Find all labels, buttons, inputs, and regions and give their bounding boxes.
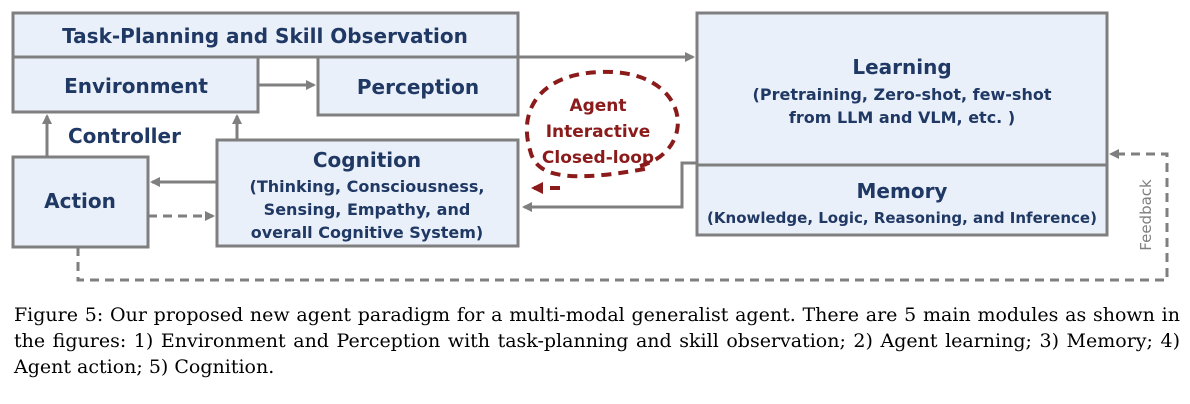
learning-line-1: (Pretraining, Zero-shot, few-shot — [753, 85, 1052, 104]
cognition-line-1: (Thinking, Consciousness, — [250, 177, 485, 196]
perception-label: Perception — [357, 75, 479, 99]
cognition-title: Cognition — [313, 148, 421, 172]
loop-line-3: Closed-loop — [542, 148, 654, 168]
feedback-label: Feedback — [1137, 179, 1155, 251]
figure-caption: Figure 5: Our proposed new agent paradig… — [14, 304, 1180, 378]
cognition-box — [215, 138, 520, 248]
learning-to-cognition-arrow — [522, 161, 697, 212]
task-planning-label: Task-Planning and Skill Observation — [62, 24, 468, 48]
environment-box — [11, 55, 260, 114]
feedback-loop-dashed-arrow — [76, 149, 1169, 282]
task-planning-box — [11, 11, 520, 59]
learning-title: Learning — [852, 55, 951, 79]
memory-title: Memory — [857, 179, 948, 203]
memory-box — [695, 163, 1109, 237]
action-box — [11, 155, 150, 249]
learning-line-2: from LLM and VLM, etc. ) — [789, 108, 1015, 127]
environment-label: Environment — [64, 74, 208, 98]
agent-paradigm-diagram: Task-Planning and Skill Observation Envi… — [11, 11, 1169, 282]
cognition-line-3: overall Cognitive System) — [251, 223, 484, 242]
cognition-line-2: Sensing, Empathy, and — [264, 200, 471, 219]
action-label: Action — [44, 189, 116, 213]
memory-subtitle: (Knowledge, Logic, Reasoning, and Infere… — [707, 209, 1097, 227]
learning-box — [695, 11, 1109, 167]
controller-label: Controller — [68, 124, 181, 148]
loop-line-2: Interactive — [546, 122, 651, 142]
perception-box — [316, 55, 520, 117]
loop-line-1: Agent — [569, 96, 626, 116]
